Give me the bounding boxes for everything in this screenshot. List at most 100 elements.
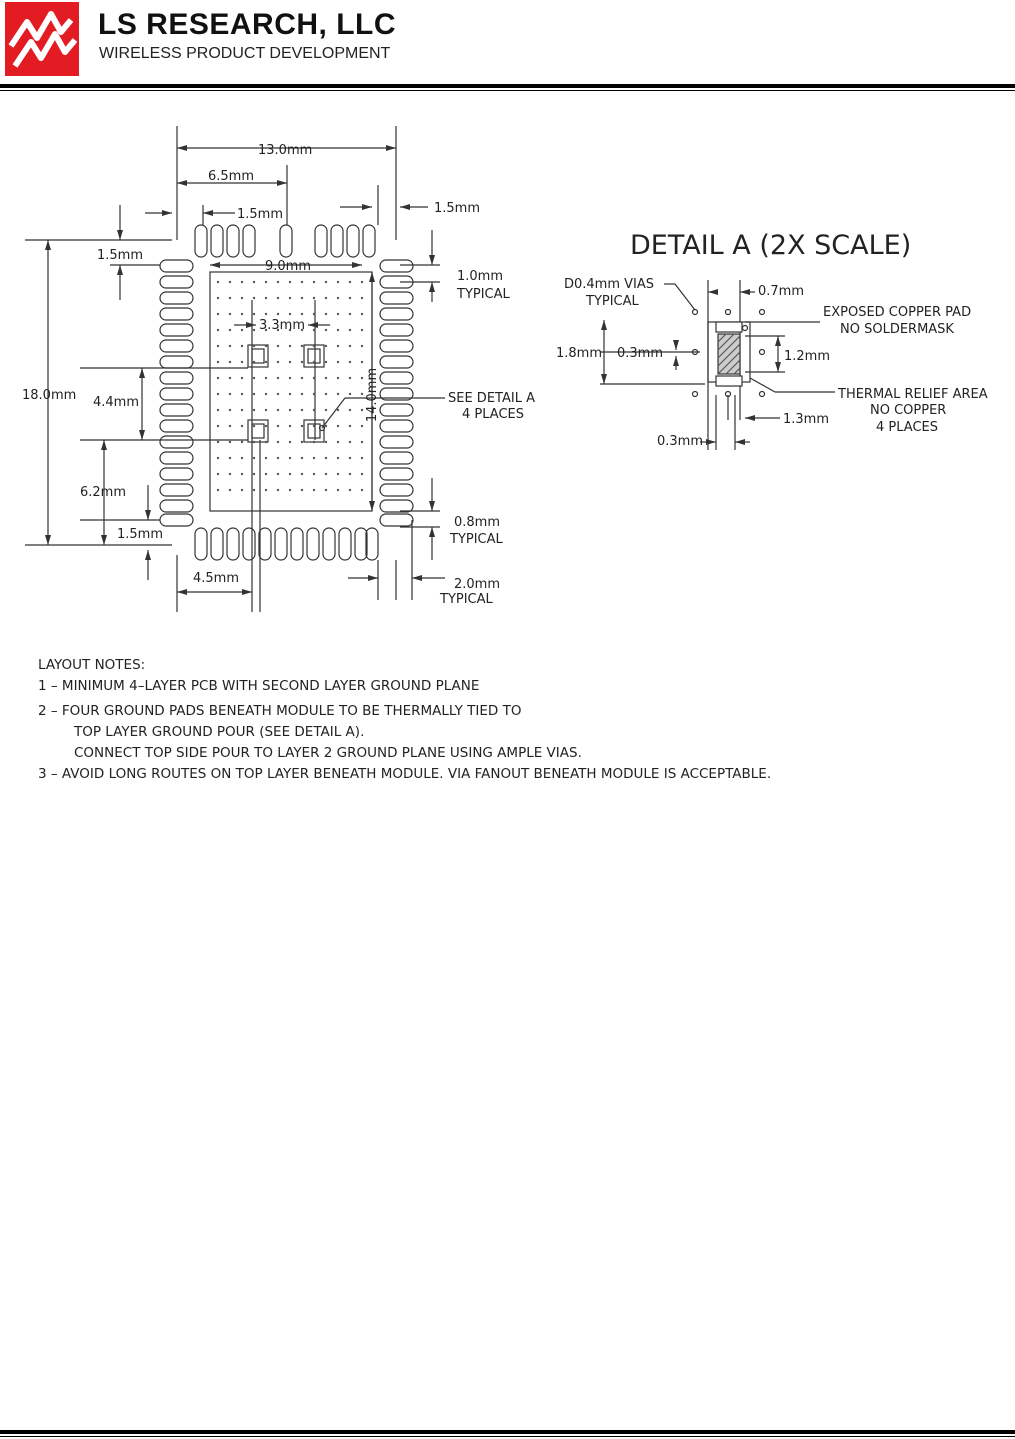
footer-rule-thin (0, 1436, 1015, 1437)
via-dot (300, 392, 304, 396)
via-dot (348, 344, 352, 348)
dim-1-8: 1.8mm (556, 346, 602, 361)
via-dot (324, 296, 328, 300)
dim-4-5: 4.5mm (193, 571, 239, 586)
detail-a-title: DETAIL A (2X SCALE) (630, 230, 911, 261)
via-dot (228, 280, 232, 284)
via-dot (312, 408, 316, 412)
via-dot (312, 488, 316, 492)
via-dot (300, 328, 304, 332)
via-dot (264, 296, 268, 300)
via-dot (360, 360, 364, 364)
via-dot (228, 328, 232, 332)
via-dot (324, 408, 328, 412)
via-dot (300, 312, 304, 316)
vias-label: D0.4mm VIAS (564, 277, 654, 292)
via-dot (360, 392, 364, 396)
company-tagline: WIRELESS PRODUCT DEVELOPMENT (99, 45, 391, 62)
via-dot (276, 280, 280, 284)
via-dot (348, 456, 352, 460)
company-logo (5, 2, 79, 76)
via-dot (348, 424, 352, 428)
via-dot (252, 488, 256, 492)
via-dot (276, 296, 280, 300)
via-dot (252, 424, 256, 428)
via-dot (264, 280, 268, 284)
via-dot (264, 392, 268, 396)
via-dot (288, 344, 292, 348)
via-dot (264, 312, 268, 316)
note-1: 1 – MINIMUM 4–LAYER PCB WITH SECOND LAYE… (38, 678, 480, 694)
note-2-line-2: TOP LAYER GROUND POUR (SEE DETAIL A). (74, 724, 365, 740)
via-dot (348, 328, 352, 332)
via-dot (240, 472, 244, 476)
via-dot (300, 488, 304, 492)
via-dot (276, 392, 280, 396)
via-dot (324, 488, 328, 492)
via-dot (228, 456, 232, 460)
via-dot (216, 296, 220, 300)
via-dot (348, 488, 352, 492)
via-dot (312, 376, 316, 380)
dim-6-2: 6.2mm (80, 485, 126, 500)
via-dot (336, 392, 340, 396)
via-dot (336, 456, 340, 460)
typical-label-1: TYPICAL (456, 287, 511, 302)
via-dot (276, 408, 280, 412)
via-dot (252, 312, 256, 316)
via-dot (288, 328, 292, 332)
via-dot (264, 456, 268, 460)
via-dot (348, 472, 352, 476)
via-dot (300, 472, 304, 476)
via-dot (228, 424, 232, 428)
via-dot (276, 472, 280, 476)
via-dot (240, 456, 244, 460)
typical-label-3: TYPICAL (439, 592, 494, 607)
via-dot (324, 280, 328, 284)
via-dot (288, 424, 292, 428)
via-dot (300, 376, 304, 380)
via-dot (324, 472, 328, 476)
layout-notes: LAYOUT NOTES: 1 – MINIMUM 4–LAYER PCB WI… (38, 655, 771, 785)
via-dot (300, 360, 304, 364)
via-dot (360, 488, 364, 492)
via-dot (312, 296, 316, 300)
via-dot (348, 392, 352, 396)
via-dot (288, 488, 292, 492)
dim-3-3: 3.3mm (259, 318, 305, 333)
via-dot (300, 280, 304, 284)
via-dot (336, 360, 340, 364)
via-dot (324, 424, 328, 428)
typical-label-2: TYPICAL (449, 532, 504, 547)
via-dot (348, 440, 352, 444)
footer-rule (0, 1430, 1015, 1434)
via-dot (276, 488, 280, 492)
via-dot (216, 328, 220, 332)
dim-1-0: 1.0mm (457, 269, 503, 284)
via-dot (216, 280, 220, 284)
via-dot (360, 296, 364, 300)
via-dot (264, 328, 268, 332)
via-dot (252, 328, 256, 332)
via-dot (240, 408, 244, 412)
via-dot (216, 392, 220, 396)
header-rule (0, 84, 1015, 88)
via-dot (288, 360, 292, 364)
dim-0-3-a: 0.3mm (617, 346, 663, 361)
via-dot (276, 328, 280, 332)
dim-14-0: 14.0mm (365, 368, 380, 422)
via-dot (336, 312, 340, 316)
dim-1-5-left: 1.5mm (97, 248, 143, 263)
via-dot (324, 328, 328, 332)
via-dot (360, 280, 364, 284)
via-dot (216, 312, 220, 316)
via-dot (312, 280, 316, 284)
via-dot (228, 344, 232, 348)
note-2: 2 – FOUR GROUND PADS BENEATH MODULE TO B… (38, 703, 522, 719)
via-dot (348, 296, 352, 300)
via-dot (216, 488, 220, 492)
via-grid (216, 280, 364, 492)
via-dot (228, 440, 232, 444)
via-dot (276, 440, 280, 444)
via-dot (228, 488, 232, 492)
